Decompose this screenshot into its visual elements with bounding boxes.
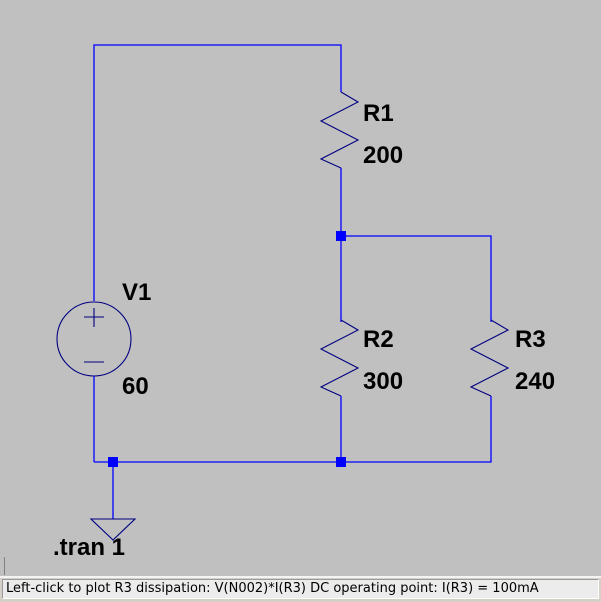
- resistor-r3-symbol[interactable]: [469, 319, 510, 397]
- v1-value-label[interactable]: 60: [122, 373, 149, 400]
- r2-ref-label[interactable]: R2: [363, 326, 394, 353]
- wire-bottom[interactable]: [94, 396, 492, 463]
- junction-node-top: [336, 231, 346, 241]
- schematic-canvas[interactable]: V1 60 R1 200 R2 300 R3 240 .tran 1: [0, 0, 601, 575]
- voltage-source-v1-symbol[interactable]: [56, 301, 132, 377]
- junction-bottom: [336, 457, 346, 467]
- r3-value-label[interactable]: 240: [515, 368, 556, 395]
- resistor-r2-symbol[interactable]: [319, 319, 360, 397]
- wire-node-to-r3[interactable]: [341, 235, 492, 322]
- spice-directive[interactable]: .tran 1: [53, 534, 126, 561]
- scroll-marker: [4, 557, 5, 575]
- r3-ref-label[interactable]: R3: [515, 326, 546, 353]
- r1-value-label[interactable]: 200: [363, 142, 404, 169]
- wire-top[interactable]: [93, 44, 342, 301]
- r2-value-label[interactable]: 300: [363, 368, 404, 395]
- ground-icon[interactable]: [89, 518, 137, 541]
- status-bar: Left-click to plot R3 dissipation: V(N00…: [0, 576, 601, 602]
- status-message: Left-click to plot R3 dissipation: V(N00…: [2, 579, 599, 599]
- schematic-drawing: [56, 44, 510, 541]
- junction-ground: [108, 457, 118, 467]
- v1-ref-label[interactable]: V1: [122, 279, 152, 306]
- r1-ref-label[interactable]: R1: [363, 100, 394, 127]
- resistor-r1-symbol[interactable]: [319, 91, 360, 169]
- source-circle: [56, 301, 132, 377]
